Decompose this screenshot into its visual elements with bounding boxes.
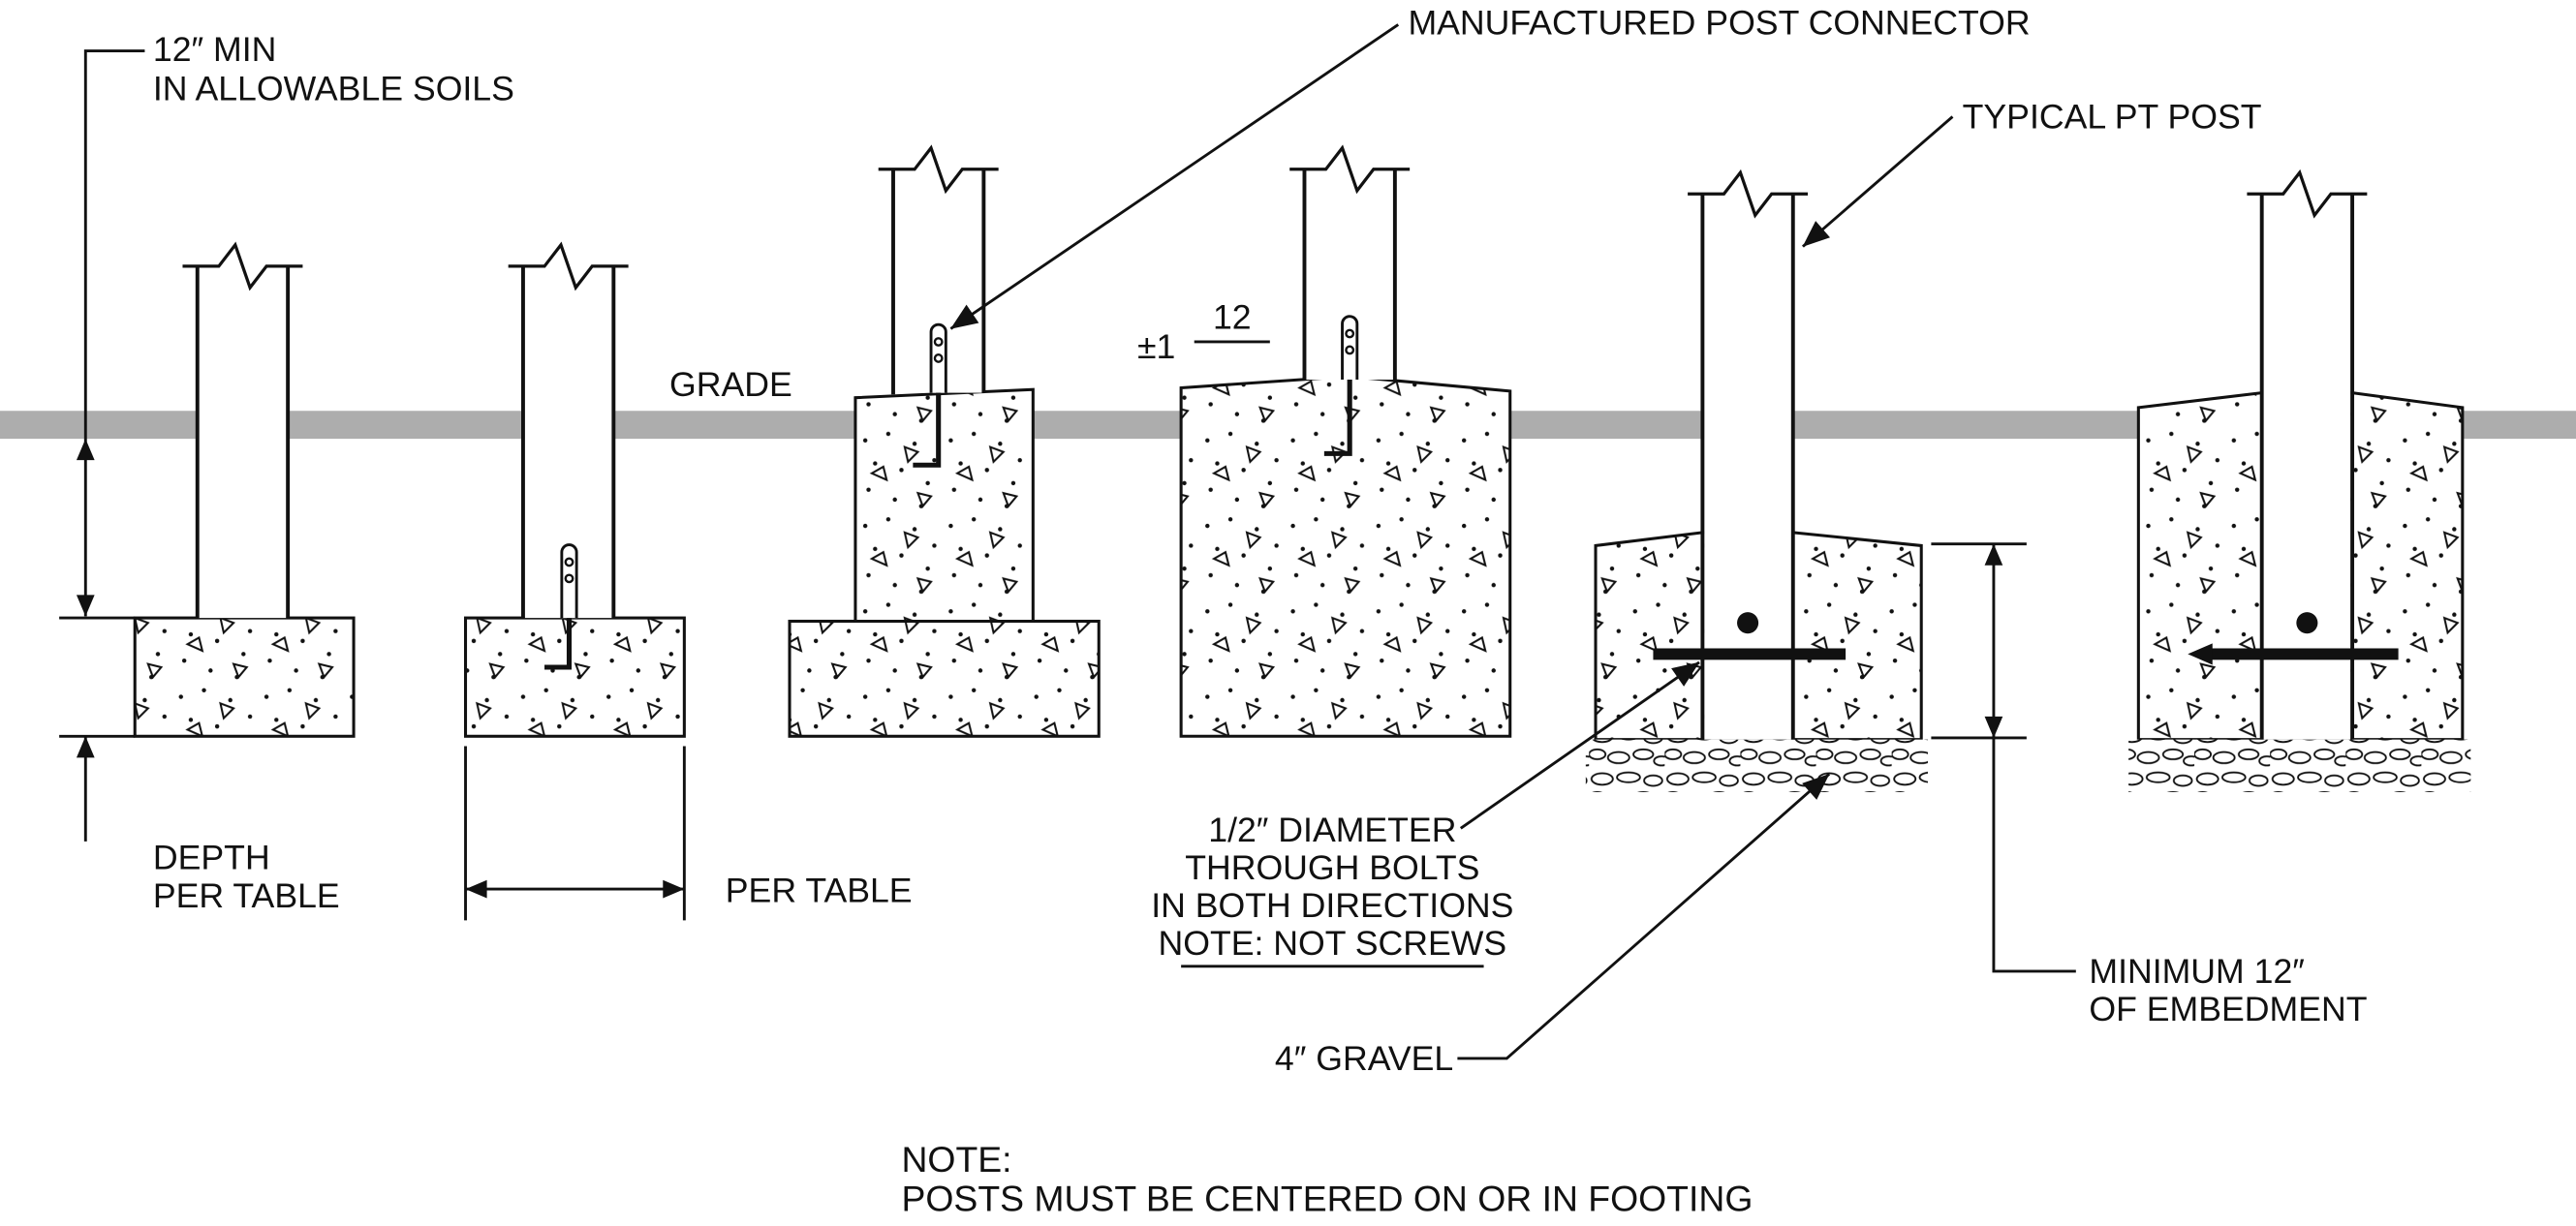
- break-symbol: [878, 144, 999, 195]
- annotations: 12″ MIN IN ALLOWABLE SOILS DEPTH PER TAB…: [59, 4, 2367, 1219]
- typical-pt-post-label: TYPICAL PT POST: [1963, 97, 2262, 136]
- footing-concrete: [1179, 375, 1512, 738]
- embedment-label-line2: OF EMBEDMENT: [2089, 990, 2367, 1028]
- through-bolts-label-line1: 1/2″ DIAMETER: [1208, 811, 1456, 849]
- footing-concrete: [133, 616, 356, 738]
- footing-concrete: [463, 616, 686, 738]
- through-bolts-label-line3: IN BOTH DIRECTIONS: [1151, 886, 1513, 925]
- min-depth-label-line1: 12″ MIN: [153, 30, 276, 69]
- slope-rise-label: ±1: [1137, 327, 1175, 366]
- through-bolt: [1653, 648, 1847, 660]
- slope-run-label: 12: [1213, 297, 1252, 336]
- connector-hole: [933, 337, 944, 347]
- pier-concrete: [853, 387, 1035, 624]
- connector-hole: [564, 573, 574, 584]
- break-symbol: [2247, 169, 2368, 219]
- gravel-layer: [1585, 739, 1929, 792]
- note-label-line1: NOTE:: [901, 1139, 1011, 1180]
- footing-detail-5: [1585, 169, 1929, 792]
- dimension-arrow-right: [663, 879, 685, 899]
- through-bolt: [2204, 648, 2399, 660]
- gravel-layer: [2128, 739, 2471, 792]
- typical-post-leader-line: [1802, 115, 1954, 248]
- connector-anchor-strap: [1323, 380, 1352, 456]
- footing-detail-6: [2128, 169, 2471, 792]
- note-label-line2: POSTS MUST BE CENTERED ON OR IN FOOTING: [901, 1179, 1753, 1219]
- width-per-table-label: PER TABLE: [726, 872, 913, 910]
- connector-anchor-strap: [913, 392, 942, 468]
- embedment-label-line1: MINIMUM 12″: [2089, 952, 2304, 991]
- break-symbol: [508, 241, 629, 291]
- through-bolts-leader-line: [1459, 660, 1700, 830]
- footing-detail-1: [133, 241, 356, 738]
- footing-detail-3: [788, 144, 1101, 738]
- break-symbol: [182, 241, 303, 291]
- through-bolt-end: [2296, 612, 2318, 634]
- footing-detail-4: [1179, 144, 1512, 738]
- manufactured-post-connector-label: MANUFACTURED POST CONNECTOR: [1408, 4, 2030, 43]
- connector-hole: [1345, 328, 1355, 339]
- dimension-arrow-left: [465, 879, 487, 899]
- dimension-arrow-up: [76, 736, 95, 758]
- post-body: [199, 265, 287, 619]
- embedment-label-connector: [1992, 737, 2076, 973]
- gravel-label: 4″ GRAVEL: [1275, 1039, 1453, 1078]
- connector-hole: [1345, 345, 1355, 355]
- bolt-head-arrow: [2188, 643, 2213, 665]
- connector-hole: [564, 557, 574, 567]
- connector-leader-line: [949, 23, 1400, 330]
- connector-hole: [933, 353, 944, 363]
- min-depth-dimension-line: [83, 49, 145, 617]
- through-bolts-label-line2: THROUGH BOLTS: [1185, 848, 1479, 887]
- connector-anchor-strap: [544, 618, 573, 670]
- depth-label-line1: DEPTH: [153, 839, 270, 877]
- footing-detail-2: [463, 241, 686, 738]
- break-symbol: [1289, 144, 1411, 195]
- min-depth-label-line2: IN ALLOWABLE SOILS: [153, 70, 514, 108]
- footing-concrete: [788, 619, 1101, 738]
- depth-label-line2: PER TABLE: [153, 876, 340, 915]
- gravel-leader-line: [1457, 773, 1831, 1060]
- dimension-arrow-up: [1984, 543, 2003, 566]
- through-bolts-label-line4: NOTE: NOT SCREWS: [1159, 924, 1507, 963]
- break-symbol: [1688, 169, 1809, 219]
- dimension-arrow-up: [76, 439, 95, 461]
- dimension-arrow-down: [1984, 716, 2003, 738]
- dimension-arrow-down: [76, 595, 95, 617]
- through-bolt-end: [1737, 612, 1759, 634]
- grade-label: GRADE: [669, 365, 792, 404]
